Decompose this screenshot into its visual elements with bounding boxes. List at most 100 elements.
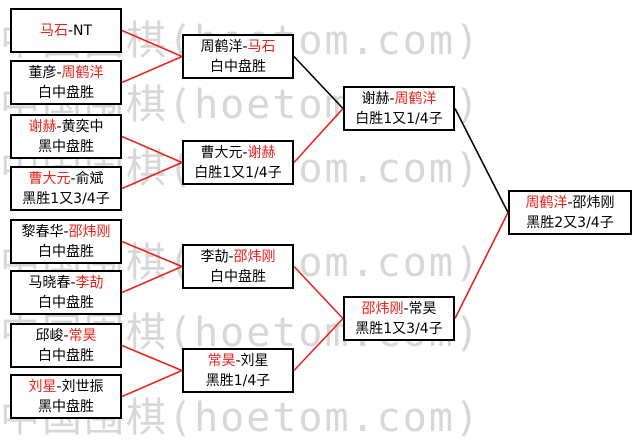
match-players: 谢赫-黄奕中	[28, 117, 103, 137]
player-name: 邵炜刚	[233, 248, 276, 265]
match-result: 黑中盘胜	[38, 398, 94, 415]
player-name: 邵炜刚	[361, 300, 404, 317]
match-players: 邵炜刚-常昊	[361, 299, 436, 319]
player-separator: -	[70, 170, 76, 187]
round1-connector-8	[121, 369, 183, 398]
final-match-1: 周鹤洋-邵炜刚黑胜2又3/4子	[508, 190, 632, 235]
player-name: 谢赫	[361, 90, 390, 107]
match-players: 周鹤洋-邵炜刚	[525, 193, 614, 213]
round1-match-8: 刘星-刘世振黑中盘胜	[10, 374, 122, 419]
player-name: 董彦	[28, 64, 57, 81]
round1-connector-4	[121, 161, 183, 190]
player-name: 常昊	[207, 352, 236, 369]
round2-match-1: 周鹤洋-马石白中盘胜	[182, 34, 294, 79]
player-name: 常昊	[408, 300, 437, 317]
player-name: 谢赫	[28, 118, 57, 135]
player-name: 周鹤洋	[200, 38, 243, 55]
player-separator: -	[403, 300, 409, 317]
player-separator: -	[389, 90, 395, 107]
player-separator: -	[567, 194, 573, 211]
round1-match-4: 曹大元-俞斌黑胜1又3/4子	[10, 166, 122, 211]
player-name: 马晓春	[28, 274, 71, 291]
match-result: 白中盘胜	[38, 243, 94, 260]
round1-connector-2	[121, 55, 183, 84]
round1-connector-5	[121, 240, 183, 268]
player-name: 俞斌	[75, 170, 104, 187]
round1-match-7: 邱峻-常昊白中盘胜	[10, 323, 122, 368]
round1-match-5: 黎春华-邵炜刚白中盘胜	[10, 219, 122, 264]
player-name: 曹大元	[200, 144, 243, 161]
player-name: 马石	[247, 38, 276, 55]
match-result: 白中盘胜	[38, 294, 94, 311]
player-name: NT	[73, 22, 93, 39]
player-name: 黄奕中	[61, 118, 104, 135]
player-separator: -	[63, 223, 69, 240]
match-players: 常昊-刘星	[207, 351, 268, 371]
player-name: 邱峻	[35, 327, 64, 344]
match-players: 曹大元-谢赫	[200, 143, 275, 163]
player-name: 黎春华	[21, 223, 64, 240]
player-name: 李劼	[75, 274, 104, 291]
player-name: 周鹤洋	[61, 64, 104, 81]
player-name: 周鹤洋	[394, 90, 437, 107]
round2-connector-2	[293, 107, 344, 164]
match-result: 白中盘胜	[38, 84, 94, 101]
player-separator: -	[56, 378, 62, 395]
player-separator: -	[242, 38, 248, 55]
player-separator: -	[242, 144, 248, 161]
match-players: 董彦-周鹤洋	[28, 63, 103, 83]
player-separator: -	[235, 352, 241, 369]
match-result: 白胜1又1/4子	[194, 164, 282, 181]
player-name: 邵炜刚	[68, 223, 111, 240]
match-result: 白中盘胜	[210, 58, 266, 75]
round1-match-1: 马石-NT	[10, 8, 122, 53]
match-result: 黑胜1又3/4子	[355, 320, 443, 337]
player-name: 刘星	[240, 352, 269, 369]
round1-connector-1	[121, 29, 183, 58]
match-result: 黑胜1/4子	[205, 372, 271, 389]
round2-match-4: 常昊-刘星黑胜1/4子	[182, 348, 294, 393]
round3-match-1: 谢赫-周鹤洋白胜1又1/4子	[343, 86, 455, 131]
round2-match-2: 曹大元-谢赫白胜1又1/4子	[182, 140, 294, 185]
match-players: 曹大元-俞斌	[28, 169, 103, 189]
player-name: 刘星	[28, 378, 57, 395]
match-players: 马晓春-李劼	[28, 273, 103, 293]
match-players: 黎春华-邵炜刚	[21, 222, 110, 242]
match-players: 周鹤洋-马石	[200, 37, 275, 57]
round1-connector-3	[121, 135, 183, 164]
player-name: 周鹤洋	[525, 194, 568, 211]
round2-connector-1	[293, 55, 344, 110]
match-result: 黑中盘胜	[38, 138, 94, 155]
player-separator: -	[228, 248, 234, 265]
round3-match-2: 邵炜刚-常昊黑胜1又3/4子	[343, 296, 455, 341]
bracket-connectors	[121, 29, 509, 398]
player-separator: -	[70, 274, 76, 291]
player-separator: -	[67, 22, 74, 39]
round2-match-3: 李劼-邵炜刚白中盘胜	[182, 244, 294, 289]
match-result: 白中盘胜	[38, 347, 94, 364]
match-players: 刘星-刘世振	[28, 377, 103, 397]
player-name: 常昊	[68, 327, 97, 344]
match-players: 马石-NT	[40, 21, 92, 41]
match-result: 白胜1又1/4子	[355, 110, 443, 127]
player-name: 谢赫	[247, 144, 276, 161]
round3-connector-1	[454, 108, 509, 213]
player-name: 邵炜刚	[572, 194, 615, 211]
round1-connector-7	[121, 344, 183, 372]
round1-match-6: 马晓春-李劼白中盘胜	[10, 270, 122, 315]
player-name: 刘世振	[61, 378, 104, 395]
match-result: 白中盘胜	[210, 268, 266, 285]
round3-connector-2	[454, 212, 509, 319]
player-name: 马石	[39, 22, 68, 39]
round1-connector-6	[121, 265, 183, 294]
round2-connector-4	[293, 317, 344, 372]
match-players: 李劼-邵炜刚	[200, 247, 275, 267]
match-result: 黑胜2又3/4子	[526, 214, 614, 231]
round1-match-2: 董彦-周鹤洋白中盘胜	[10, 60, 122, 105]
match-players: 邱峻-常昊	[35, 326, 96, 346]
player-separator: -	[63, 327, 69, 344]
player-name: 曹大元	[28, 170, 71, 187]
match-players: 谢赫-周鹤洋	[361, 89, 436, 109]
round1-match-3: 谢赫-黄奕中黑中盘胜	[10, 114, 122, 159]
match-result: 黑胜1又3/4子	[22, 190, 110, 207]
